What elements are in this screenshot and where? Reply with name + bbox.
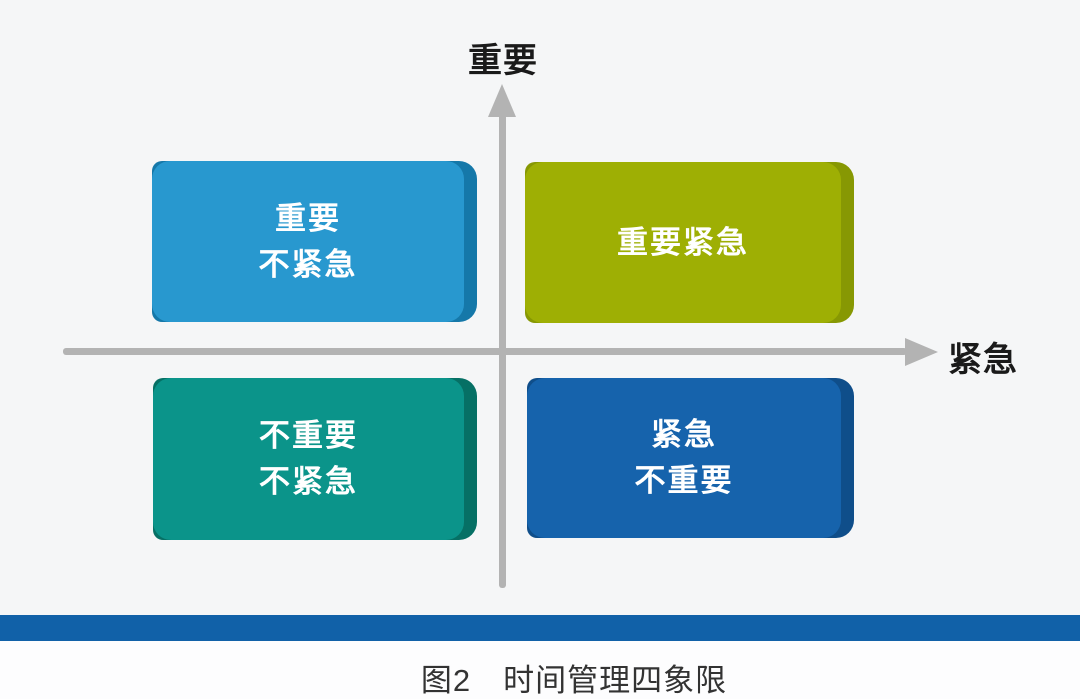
quadrant-important-not-urgent: 重要 不紧急 xyxy=(152,161,477,322)
caption-area: 图2 时间管理四象限 xyxy=(0,641,1080,699)
quadrant-card-face: 紧急 不重要 xyxy=(527,378,841,538)
quadrant-label-line: 紧急 xyxy=(651,417,717,452)
quadrant-not-important-not-urgent: 不重要 不紧急 xyxy=(153,378,477,540)
quadrant-label-line: 不紧急 xyxy=(259,464,358,499)
quadrant-label-line: 重要 xyxy=(275,200,341,236)
quadrant-label-line: 不重要 xyxy=(634,463,734,498)
x-axis-label: 紧急 xyxy=(948,341,1018,379)
figure-caption: 图2 时间管理四象限 xyxy=(420,663,728,698)
quadrant-label-line: 重要紧急 xyxy=(617,224,749,260)
x-axis-arrow-icon xyxy=(905,338,938,366)
quadrant-urgent-not-important: 紧急 不重要 xyxy=(527,378,854,538)
y-axis-arrow-icon xyxy=(488,84,516,117)
quadrant-important-urgent: 重要紧急 xyxy=(525,162,854,323)
x-axis-line xyxy=(63,348,907,355)
quadrant-card-face: 不重要 不紧急 xyxy=(153,378,464,540)
quadrant-card-face: 重要 不紧急 xyxy=(152,161,464,322)
quadrant-label-line: 不重要 xyxy=(259,418,358,453)
quadrant-label-line: 不紧急 xyxy=(258,246,358,282)
divider-bar xyxy=(0,615,1080,641)
quadrant-card-face: 重要紧急 xyxy=(525,162,841,323)
y-axis-label: 重要 xyxy=(468,42,538,80)
